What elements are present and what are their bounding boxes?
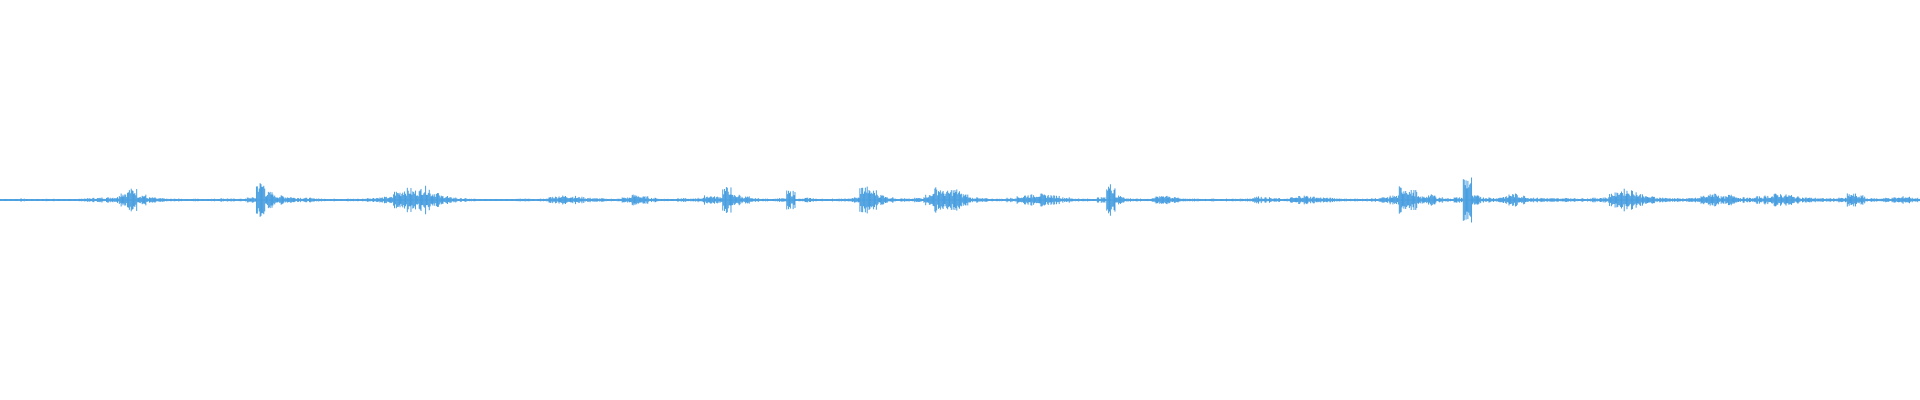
waveform-peaks	[0, 177, 1920, 223]
